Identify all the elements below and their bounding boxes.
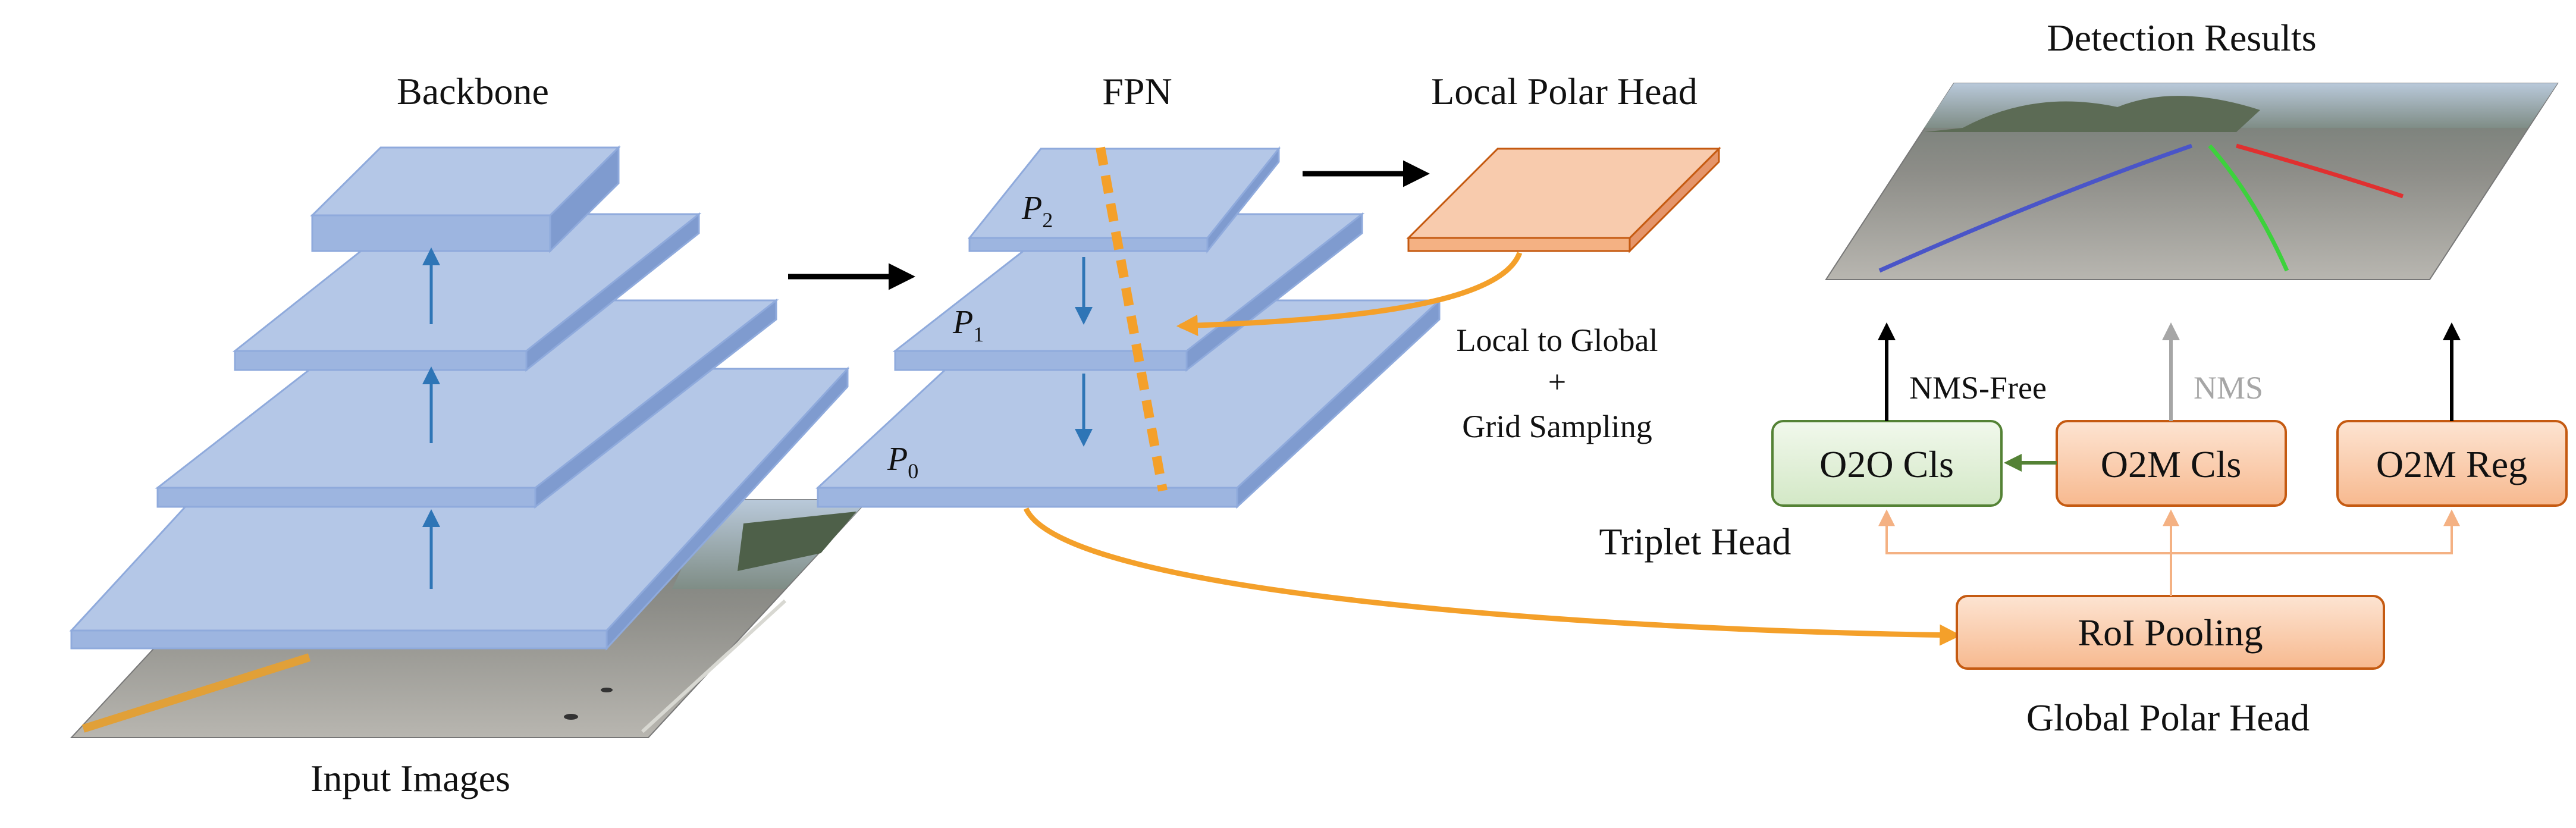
backbone-stack bbox=[69, 145, 850, 651]
roi-to-heads-connectors bbox=[1878, 509, 2460, 596]
backbone-title: Backbone bbox=[397, 70, 549, 112]
local-polar-head-title: Local Polar Head bbox=[1431, 70, 1698, 112]
backbone-level-2 bbox=[232, 212, 702, 372]
fpn-lane-dashed-line bbox=[1096, 146, 1168, 492]
local-to-global-curve bbox=[1176, 252, 1523, 337]
fpn-label-p0: P0 bbox=[887, 441, 918, 483]
detected-lane-red bbox=[2236, 143, 2404, 199]
svg-text:O2M Cls: O2M Cls bbox=[2101, 443, 2242, 485]
backbone-level-1 bbox=[310, 145, 621, 253]
local-polar-head bbox=[1406, 146, 1721, 253]
detection-results-title: Detection Results bbox=[2047, 17, 2316, 59]
detected-lane-green bbox=[2208, 144, 2289, 272]
o2m-reg-box: O2M Reg bbox=[2336, 420, 2568, 507]
fpn-label-p1: P1 bbox=[952, 304, 984, 346]
nms-free-label: NMS-Free bbox=[1909, 370, 2047, 406]
svg-text:Local to Global: Local to Global bbox=[1457, 322, 1658, 358]
o2m-cls-box: O2M Cls bbox=[2056, 420, 2287, 507]
svg-text:RoI Pooling: RoI Pooling bbox=[2078, 611, 2263, 654]
fpn-label-p2: P2 bbox=[1021, 190, 1053, 232]
detected-lane-blue bbox=[1878, 143, 2193, 273]
fpn-stack: P2 P1 P0 bbox=[815, 146, 1442, 509]
input-images-title: Input Images bbox=[310, 757, 510, 799]
fpn-level-p1 bbox=[892, 212, 1365, 372]
global-polar-head-title: Global Polar Head bbox=[2026, 697, 2310, 739]
o2o-cls-box: O2O Cls bbox=[1771, 420, 2003, 507]
detection-results-image bbox=[1825, 83, 2559, 280]
fpn-level-p2 bbox=[967, 146, 1281, 254]
local-to-global-caption: Local to Global + Grid Sampling bbox=[1457, 322, 1658, 444]
p0-to-roi-curve bbox=[1023, 507, 1962, 646]
nms-label: NMS bbox=[2194, 370, 2263, 406]
svg-text:Grid Sampling: Grid Sampling bbox=[1462, 409, 1652, 444]
svg-text:O2O Cls: O2O Cls bbox=[1819, 443, 1954, 485]
roi-pooling-box: RoI Pooling bbox=[1956, 595, 2385, 670]
triplet-head-title: Triplet Head bbox=[1599, 520, 1791, 563]
fpn-title: FPN bbox=[1102, 70, 1172, 112]
svg-text:+: + bbox=[1548, 364, 1566, 400]
svg-text:O2M Reg: O2M Reg bbox=[2376, 443, 2527, 485]
